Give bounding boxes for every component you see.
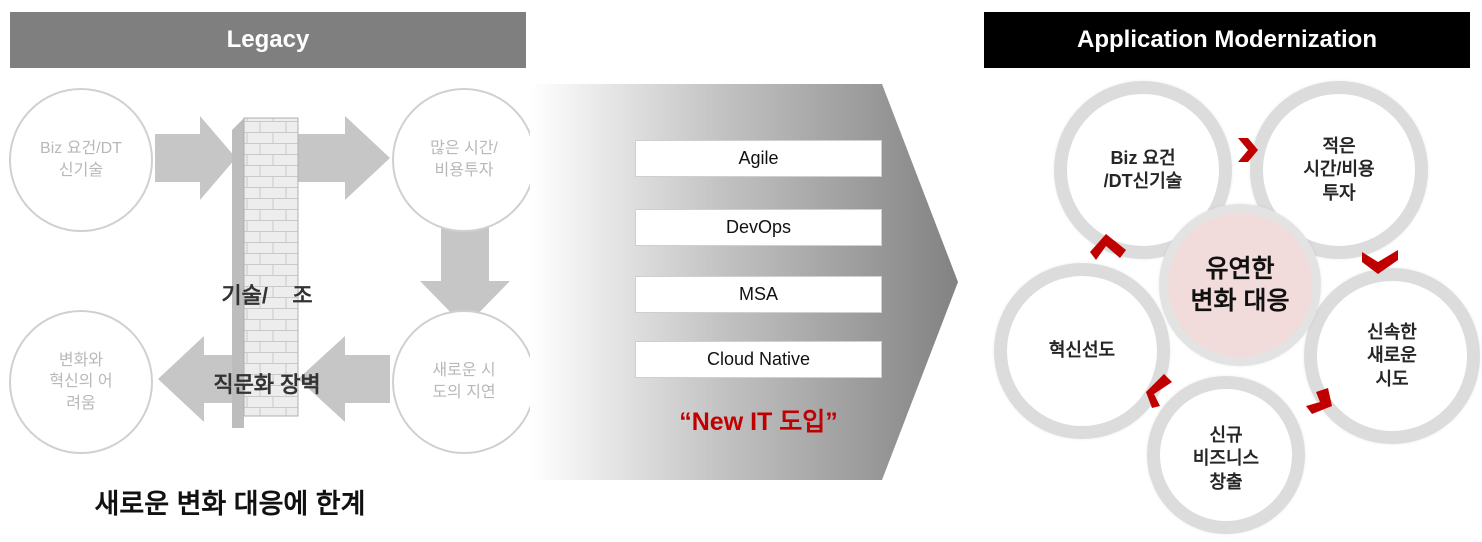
legacy-circle-biz-label: Biz 요건/DT 신기술 <box>40 140 122 179</box>
modern-circle-agile-label: 신속한 새로운 시도 <box>1367 321 1417 389</box>
modern-header-label: Application Modernization <box>1077 26 1377 53</box>
arrow-right-1 <box>155 116 236 200</box>
barrier-wall <box>243 117 299 417</box>
chevron-right-icon <box>1238 138 1258 162</box>
legacy-circle-time-label: 많은 시간/ 비용투자 <box>430 140 498 179</box>
legacy-circle-new-label: 새로운 시 도의 지연 <box>432 362 496 401</box>
modern-center-label: 유연한 변화 대응 <box>1190 254 1290 316</box>
method-agile-label: Agile <box>738 148 779 168</box>
modern-center-circle: 유연한 변화 대응 <box>1159 204 1321 366</box>
method-agile: Agile <box>635 140 882 177</box>
modern-circle-innovation-label: 혁신선도 <box>1048 340 1116 361</box>
method-devops-label: DevOps <box>725 217 792 237</box>
modern-circle-biz-label: Biz 요건 /DT신기술 <box>1103 147 1183 191</box>
arrow-right-2 <box>298 116 390 200</box>
modern-circle-business-label: 신규 비즈니스 창출 <box>1192 424 1260 492</box>
legacy-circle-biz: Biz 요건/DT 신기술 <box>9 88 153 232</box>
modern-header: Application Modernization <box>984 12 1470 68</box>
barrier-label-line1: 기술/ 조 <box>221 283 313 309</box>
chevron-up-left-icon <box>1146 374 1172 408</box>
legacy-circle-time: 많은 시간/ 비용투자 <box>392 88 536 232</box>
new-it-tagline: “New IT 도입” <box>679 408 838 436</box>
arrow-down <box>420 222 510 327</box>
arrow-left-1 <box>298 336 390 422</box>
chevron-down-icon <box>1362 250 1398 274</box>
barrier-label-line2: 직문화 장벽 <box>213 372 321 398</box>
chevron-up-icon <box>1090 234 1126 260</box>
barrier-wall-side <box>232 118 244 428</box>
cycle-chevrons <box>1090 138 1398 414</box>
arrow-left-2 <box>158 336 245 422</box>
method-msa-label: MSA <box>738 284 778 304</box>
method-cloud-native-label: Cloud Native <box>706 349 811 369</box>
legacy-circle-change-label: 변화와 혁신의 어 려움 <box>49 351 113 412</box>
barrier-label: 기술/ 조 직문화 장벽 <box>192 222 342 430</box>
method-msa: MSA <box>635 276 882 313</box>
method-devops: DevOps <box>635 209 882 246</box>
method-cloud-native: Cloud Native <box>635 341 882 378</box>
legacy-conclusion: 새로운 변화 대응에 한계 <box>94 489 366 519</box>
legacy-flow-arrows <box>155 116 510 428</box>
legacy-circle-new: 새로운 시 도의 지연 <box>392 310 536 454</box>
legacy-header: Legacy <box>10 12 526 68</box>
legacy-header-label: Legacy <box>226 26 310 53</box>
modern-circle-cost-label: 적은 시간/비용 투자 <box>1303 135 1375 203</box>
chevron-down-left-icon <box>1306 388 1332 414</box>
legacy-circle-change: 변화와 혁신의 어 려움 <box>9 310 153 454</box>
